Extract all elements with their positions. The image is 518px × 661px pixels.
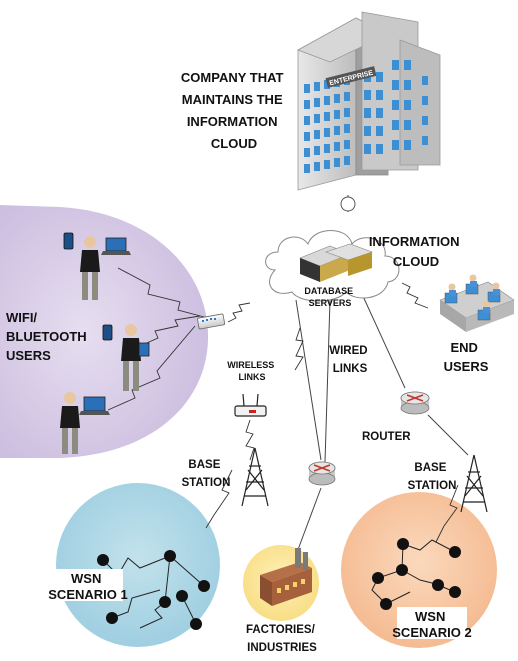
zigzag-base-right-to-wsn2 <box>435 484 459 543</box>
building-windows <box>304 60 428 173</box>
wsn-2-label-box <box>397 607 467 639</box>
router-label: ROUTER <box>362 431 411 443</box>
cell-tower-icon-right <box>460 454 488 513</box>
sensor-node <box>397 538 409 550</box>
zigzag-router-to-cloud <box>227 302 251 323</box>
wifi-users-label: WIFI/ BLUETOOTH USERS <box>6 310 90 363</box>
sensor-node <box>159 596 171 608</box>
wsn-1-label-box <box>53 569 123 601</box>
wired-links <box>295 195 469 556</box>
company-label: COMPANY THAT MAINTAINS THE INFORMATION C… <box>181 70 287 151</box>
access-point-icon <box>234 393 267 417</box>
factories-label: FACTORIES/ INDUSTRIES <box>246 624 318 654</box>
wsn-1-sensor-nodes <box>97 550 210 630</box>
sensor-node <box>190 618 202 630</box>
wired-links-label: WIRED LINKS <box>329 345 371 375</box>
person-with-devices-2 <box>102 324 150 391</box>
zigzag-wireless-ap <box>294 327 304 371</box>
zigzag-end-users <box>401 282 429 309</box>
wsn-scenario-2-label: WSN SCENARIO 2 <box>392 609 471 640</box>
factory-icon <box>260 548 312 606</box>
wsn-scenario-1-region <box>56 483 220 647</box>
information-cloud-label: INFORMATION CLOUD <box>369 234 463 269</box>
router-icon <box>400 391 430 415</box>
person-with-devices-3 <box>60 392 110 454</box>
cell-tower-icon <box>241 447 269 507</box>
sensor-node <box>164 550 176 562</box>
sensor-node <box>372 572 384 584</box>
sensor-node <box>198 580 210 592</box>
end-users-label: END USERS <box>444 340 489 374</box>
sensor-node <box>396 564 408 576</box>
sensor-node <box>449 546 461 558</box>
router-icon-wired <box>308 461 336 486</box>
wireless-links-label: WIRELESS LINKS <box>227 360 277 382</box>
zigzag-base-left-to-wsn1 <box>205 469 233 529</box>
sensor-node <box>432 579 444 591</box>
zigzag-wifi-1 <box>117 267 209 319</box>
sensor-node <box>97 554 109 566</box>
end-users-icon <box>439 274 515 332</box>
person-with-devices-1 <box>63 232 131 300</box>
zigzag-wifi-3 <box>107 325 196 411</box>
sensor-node <box>176 590 188 602</box>
wsn-scenario-1-label: WSN SCENARIO 1 <box>48 571 127 602</box>
sensor-node <box>380 598 392 610</box>
zigzag-wifi-2 <box>139 315 201 347</box>
base-station-right-label: BASE STATION <box>408 462 457 492</box>
wireless-links-zigzag <box>107 267 459 543</box>
zigzag-ap-to-base <box>245 419 255 461</box>
company-connector <box>340 196 356 212</box>
sensor-node <box>449 586 461 598</box>
wifi-router-icon <box>197 313 226 330</box>
office-building-icon: ENTERPRISE <box>297 11 441 191</box>
sensor-node <box>106 612 118 624</box>
base-station-left-label: BASE STATION <box>182 459 231 489</box>
database-servers-icon <box>299 243 373 282</box>
wsn-2-sensor-nodes <box>372 538 461 610</box>
database-servers-label: DATABASE SERVERS <box>304 286 355 308</box>
